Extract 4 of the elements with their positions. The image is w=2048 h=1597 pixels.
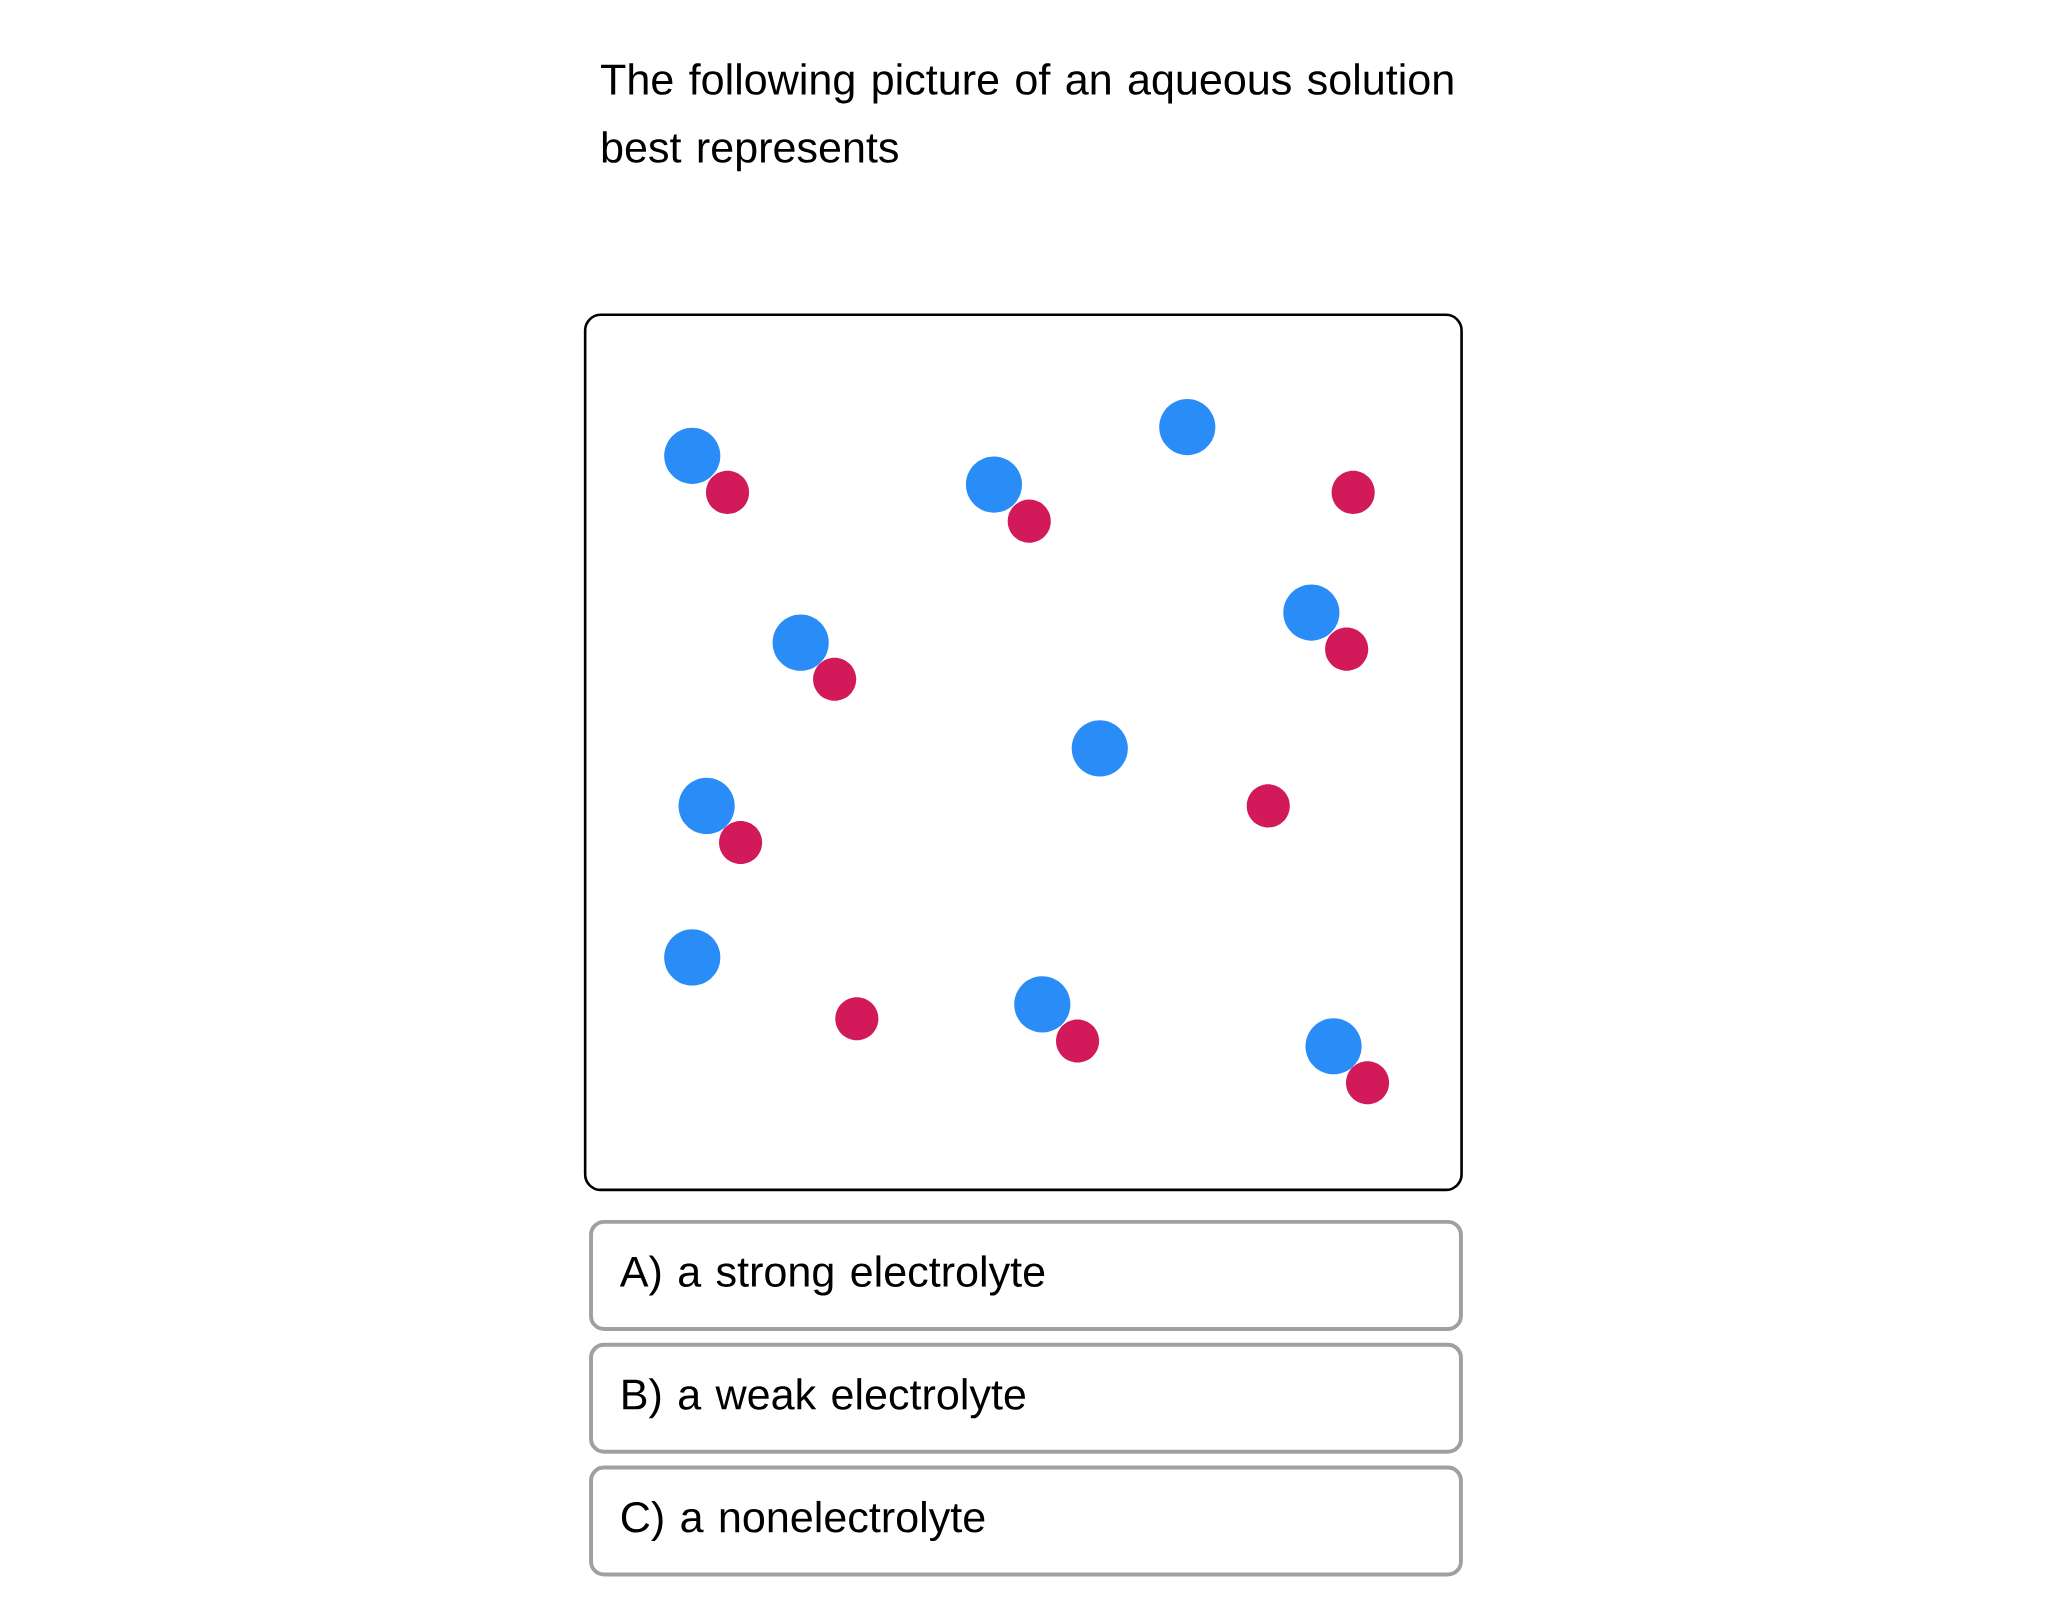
answer-option: B) a weak electrolyte bbox=[589, 1342, 1463, 1454]
answer-option: C) a nonelectrolyte bbox=[589, 1465, 1463, 1577]
question-text: The following picture of an aqueous solution best represents bbox=[601, 63, 1453, 172]
answer-option: A) a strong electrolyte bbox=[589, 1219, 1463, 1331]
